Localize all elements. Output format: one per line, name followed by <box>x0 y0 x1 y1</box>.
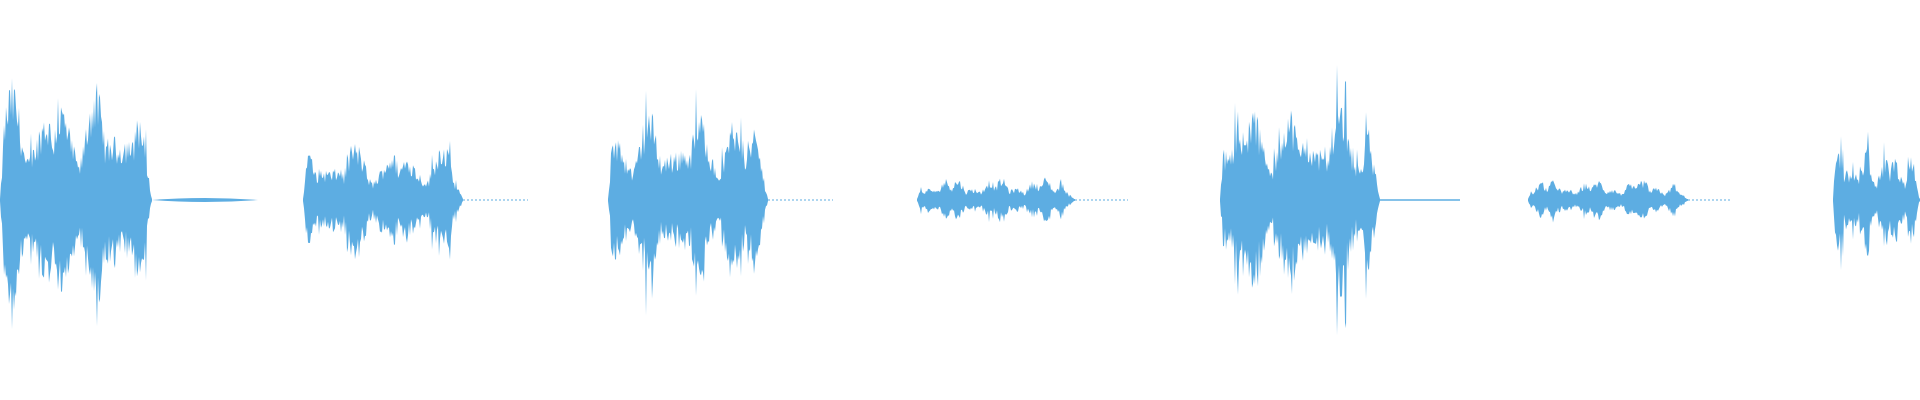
waveform-clip-3 <box>608 89 833 316</box>
waveform-clip-2 <box>303 140 528 260</box>
waveform-clip-body <box>608 89 768 316</box>
waveform-clip-4 <box>917 177 1128 223</box>
waveform-clip-1 <box>0 78 258 330</box>
waveform-clip-body <box>917 177 1075 223</box>
waveform-clip-6 <box>1528 180 1730 223</box>
waveform-clip-5 <box>1220 65 1460 336</box>
waveform-clip-body <box>303 140 463 260</box>
waveform-clip-body <box>1833 131 1920 271</box>
waveform-clip-body <box>1528 180 1688 223</box>
waveform-clip-body <box>0 78 152 330</box>
waveform-clip-body <box>1220 65 1380 336</box>
waveform-tail <box>152 198 258 202</box>
waveform-clip-7 <box>1833 131 1920 271</box>
